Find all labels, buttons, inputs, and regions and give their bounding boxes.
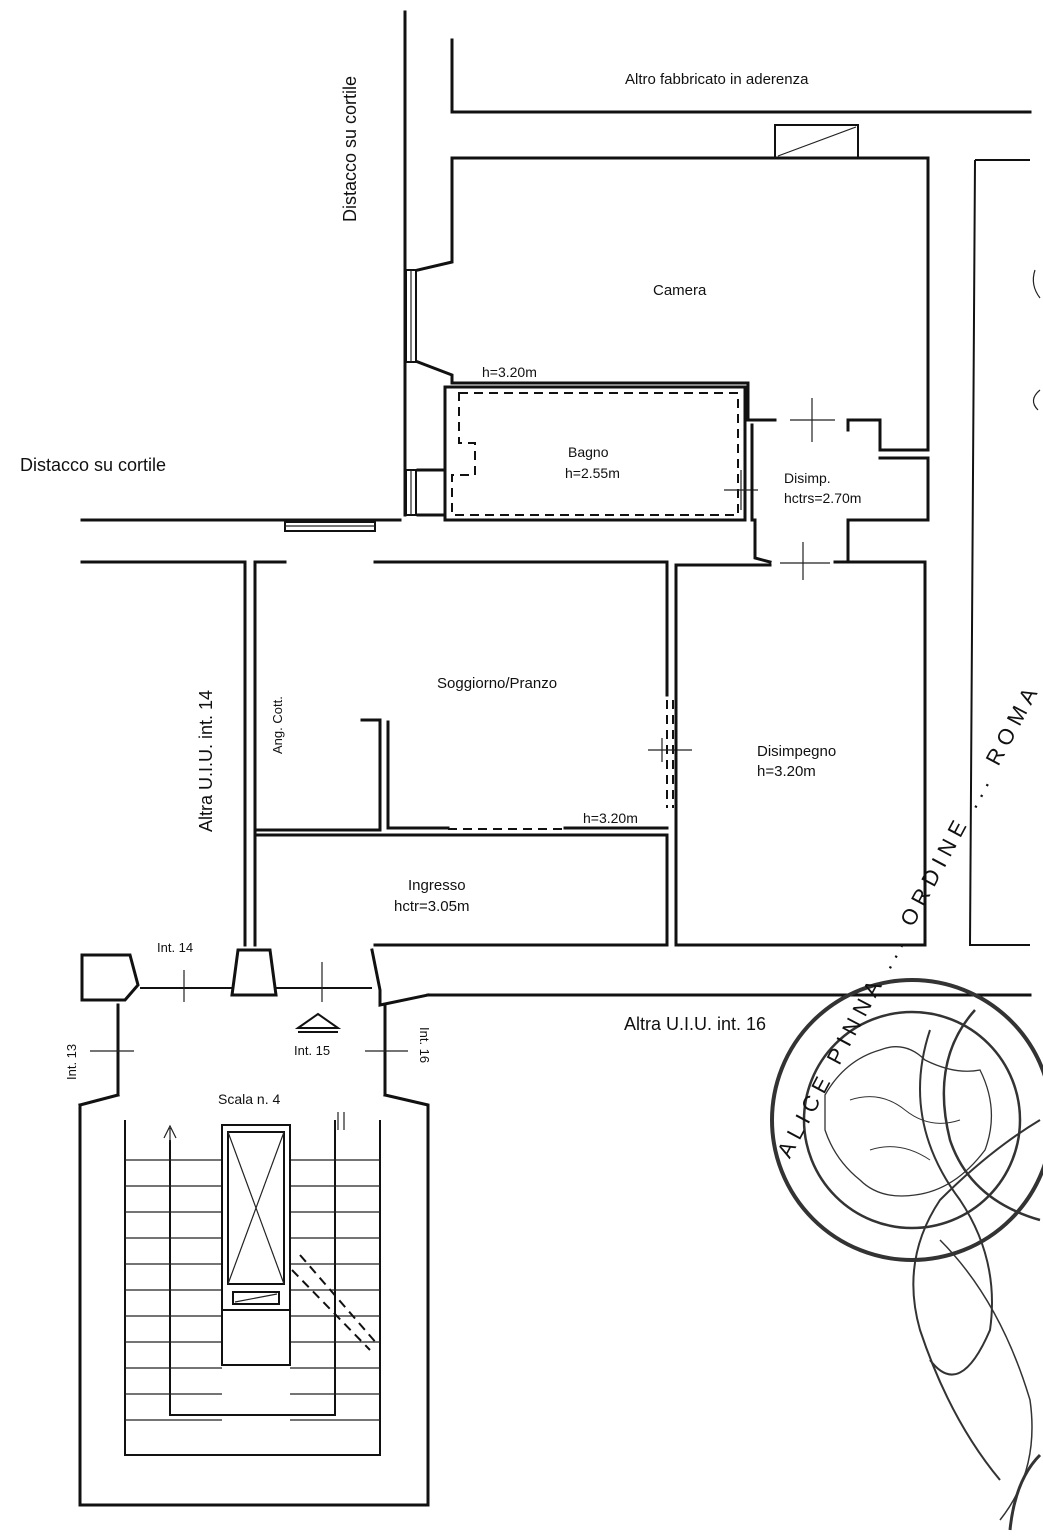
- staircase: Scala n. 4: [78, 1091, 430, 1507]
- soggiorno-height: h=3.20m: [583, 810, 638, 826]
- bagno-name: Bagno: [568, 444, 609, 460]
- stair-landing: Int. 14 Int. 13 Int. 15 Int. 16: [64, 940, 432, 1097]
- room-ingresso: Ingresso hctr=3.05m: [253, 833, 669, 947]
- neighbor-top-label: Altro fabbricato in aderenza: [625, 71, 809, 88]
- neighbor-bottom-label: Altra U.I.U. int. 16: [624, 1014, 766, 1034]
- neighbor-left-label: Altra U.I.U. int. 14: [196, 690, 216, 832]
- flue-box: [774, 124, 859, 159]
- ingresso-height: hctr=3.05m: [394, 898, 469, 915]
- courtyard-horizontal-label: Distacco su cortile: [20, 455, 166, 475]
- stair-treads: [125, 1159, 380, 1421]
- neighbor-building-top: Altro fabbricato in aderenza: [450, 38, 1032, 114]
- room-disimpegno: Disimpegno h=3.20m: [674, 560, 927, 947]
- bagno-top-height: h=3.20m: [482, 364, 537, 380]
- room-camera: Camera: [416, 156, 930, 452]
- disimpegno-height: h=3.20m: [757, 763, 816, 780]
- courtyard-vertical-label: Distacco su cortile: [340, 76, 360, 222]
- room-disimp: Disimp. hctrs=2.70m: [750, 398, 930, 580]
- int16-label: Int. 16: [417, 1027, 432, 1063]
- room-soggiorno: Soggiorno/Pranzo Ang. Cott. h=3.20m: [80, 560, 692, 947]
- right-building-edge: [968, 159, 1041, 946]
- disimp-height: hctrs=2.70m: [784, 490, 861, 506]
- disimpegno-name: Disimpegno: [757, 743, 836, 760]
- angolo-cottura-label: Ang. Cott.: [270, 696, 285, 754]
- camera-label: Camera: [653, 282, 707, 299]
- ingresso-name: Ingresso: [408, 877, 466, 894]
- windows: [284, 269, 417, 532]
- neighbor-bottom: Altra U.I.U. int. 16: [426, 993, 1032, 1034]
- int14-label: Int. 14: [157, 940, 193, 955]
- int13-label: Int. 13: [64, 1044, 79, 1080]
- stair-label: Scala n. 4: [218, 1091, 280, 1107]
- int15-label: Int. 15: [294, 1043, 330, 1058]
- room-bagno: h=3.20m Bagno h=2.55m: [416, 364, 758, 522]
- courtyard-boundary: Distacco su cortile Distacco su cortile: [20, 10, 407, 522]
- disimp-name: Disimp.: [784, 470, 831, 486]
- soggiorno-label: Soggiorno/Pranzo: [437, 675, 557, 692]
- bagno-height: h=2.55m: [565, 465, 620, 481]
- signature: [912, 1009, 1042, 1531]
